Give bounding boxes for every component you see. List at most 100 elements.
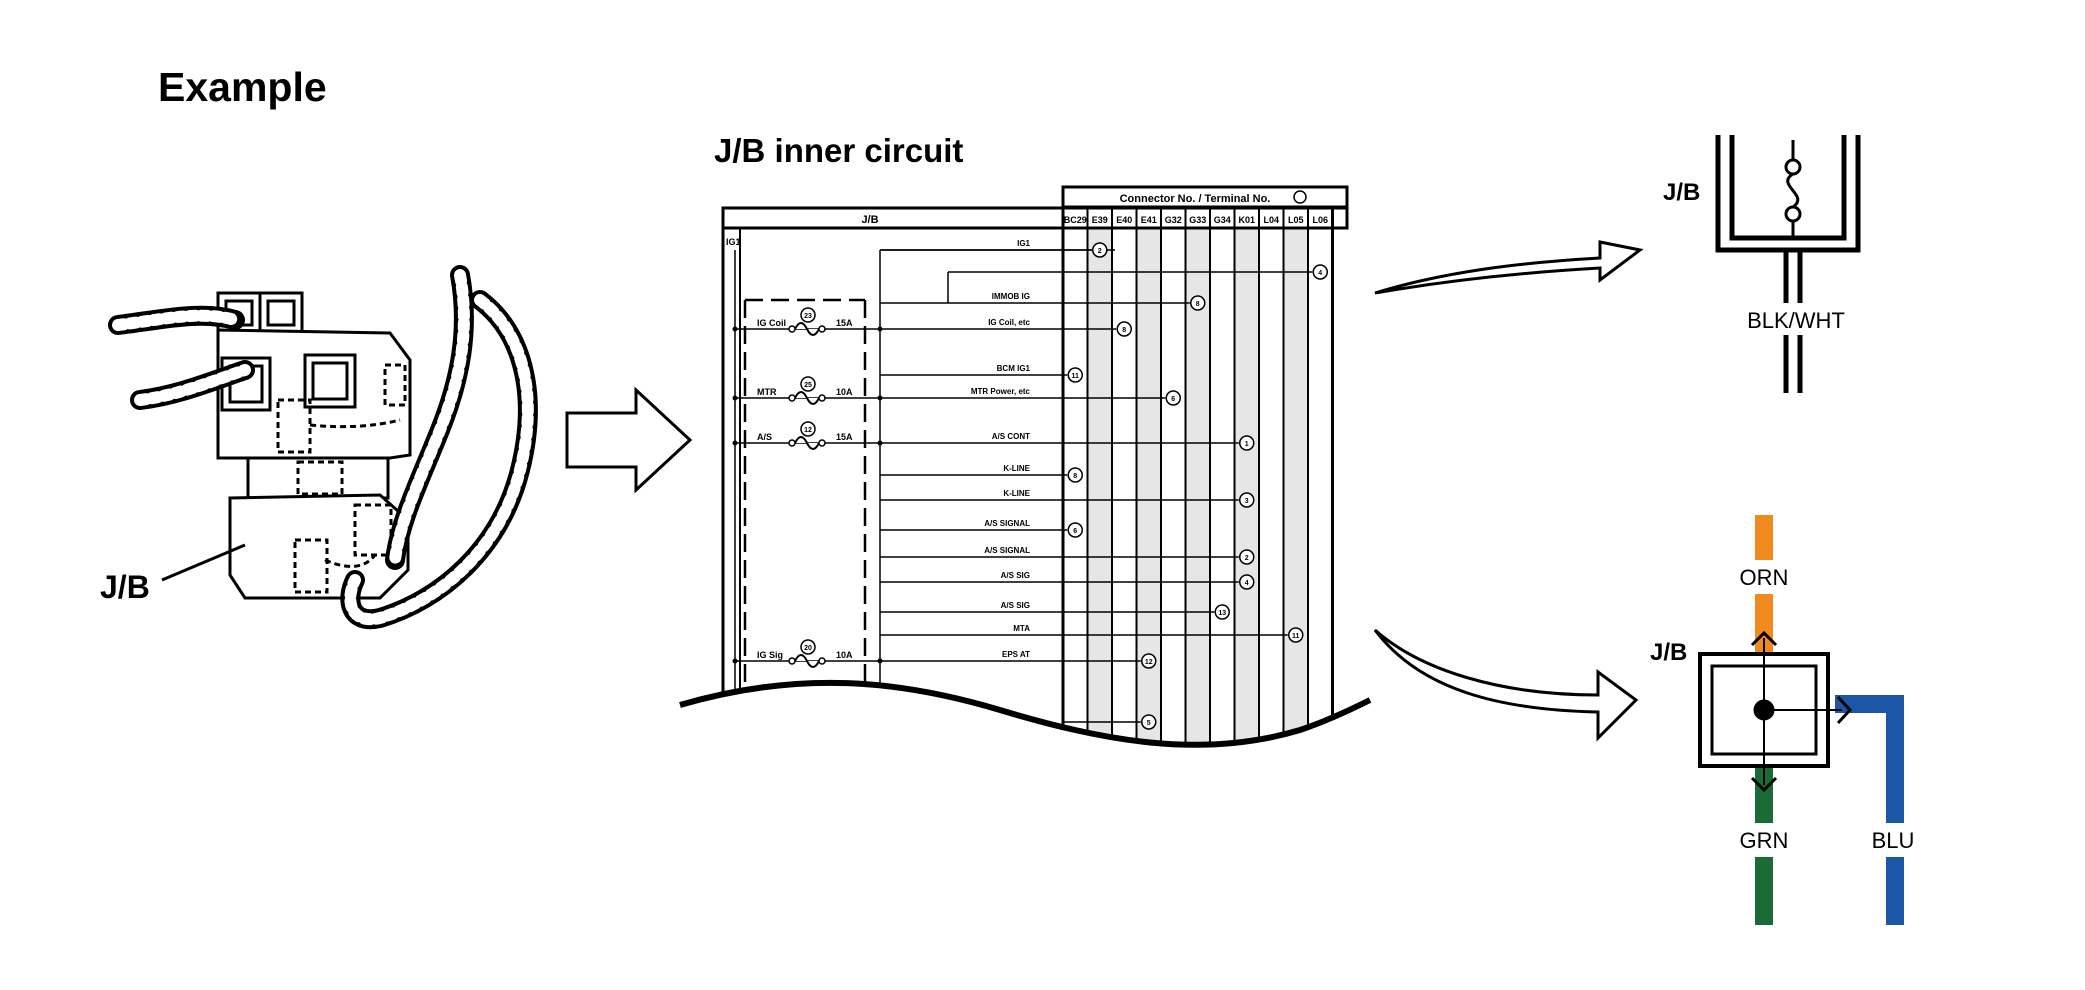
terminal-circle — [1190, 295, 1206, 311]
circuit-label: MTR Power, etc — [971, 387, 1031, 396]
fuse-amp: 10A — [836, 387, 853, 397]
terminal-circle — [1092, 242, 1108, 258]
fuse-amp: 10A — [836, 650, 853, 660]
column-shade — [1234, 228, 1259, 750]
blu-label-bg — [1862, 823, 1924, 857]
column-header-BC29: BC29 — [1064, 215, 1087, 225]
terminal-number: 11 — [1072, 373, 1080, 380]
torn-edge-mask — [680, 682, 1380, 790]
circuit-label: MTA — [1013, 624, 1030, 633]
fuse-symbol — [794, 654, 820, 668]
wire-label-blk-wht: BLK/WHT — [1747, 308, 1845, 333]
terminal-circle — [1288, 627, 1304, 643]
column-header-E41: E41 — [1141, 215, 1157, 225]
terminal-number: 12 — [1145, 659, 1153, 666]
torn-edge — [679, 679, 1372, 748]
fuse-number: 12 — [804, 427, 812, 434]
wire-label-bg — [1740, 303, 1852, 335]
fuse-terminal — [818, 325, 826, 333]
terminal-number: 1 — [1245, 441, 1249, 448]
fuse-box-dashed — [743, 298, 867, 700]
fuse-number-circle — [800, 421, 816, 437]
terminal-circle — [1067, 467, 1083, 483]
fuse-amp: 15A — [836, 432, 853, 442]
column-header-E40: E40 — [1116, 215, 1132, 225]
circuit-label: BCM IG1 — [997, 364, 1031, 373]
junction-dot — [732, 326, 738, 332]
terminal-number: 8 — [1073, 473, 1077, 480]
fuse-name: IG Coil — [757, 318, 786, 328]
circuit-label: A/S SIGNAL — [984, 519, 1030, 528]
column-header-L04: L04 — [1263, 215, 1279, 225]
fuse-number: 25 — [804, 382, 812, 389]
harness-jb-label: J/B — [100, 569, 150, 605]
curved-arrow-bottom — [1373, 628, 1639, 742]
terminal-circle — [1067, 522, 1083, 538]
terminal-number: 5 — [1147, 720, 1151, 727]
fuse-terminal — [788, 439, 796, 447]
terminal-circle — [1141, 714, 1157, 730]
terminal-number: 13 — [1218, 610, 1226, 617]
harness-illustration — [161, 291, 412, 600]
fuse-symbol — [794, 391, 820, 405]
column-header-G34: G34 — [1214, 215, 1231, 225]
fuse-name: IG Sig — [757, 650, 783, 660]
jb-label-top: J/B — [1663, 179, 1700, 206]
junction-dot — [732, 658, 738, 664]
wire-label-grn: GRN — [1740, 828, 1789, 853]
terminal-circle — [1116, 321, 1132, 337]
circuit-label: A/S CONT — [992, 432, 1030, 441]
terminal-number: 6 — [1073, 528, 1077, 535]
terminal-number: 8 — [1122, 327, 1126, 334]
junction-dot — [732, 395, 738, 401]
terminal-circle — [1312, 264, 1328, 280]
junction-box — [1698, 630, 1853, 793]
column-shade — [1185, 228, 1210, 750]
terminal-number: 3 — [1245, 498, 1249, 505]
fuse-number: 23 — [804, 313, 812, 320]
terminal-circle — [1239, 549, 1255, 565]
wire-label-orn: ORN — [1740, 565, 1789, 590]
circuit-label: IMMOB IG — [992, 292, 1030, 301]
fuse-terminal — [788, 325, 796, 333]
junction-dot — [732, 440, 738, 446]
block-arrow — [565, 386, 693, 494]
fuse-terminal — [788, 657, 796, 665]
column-header-G33: G33 — [1189, 215, 1206, 225]
jb-header-box — [721, 206, 1065, 230]
page-title: Example — [158, 64, 327, 110]
column-header-K01: K01 — [1238, 215, 1255, 225]
curved-arrow-top — [1374, 240, 1644, 295]
circuit-label: IG Coil, etc — [988, 318, 1030, 327]
ig1-left-label: IG1 — [726, 237, 741, 247]
fuse-terminal — [818, 657, 826, 665]
terminal-circle — [1239, 492, 1255, 508]
blue-wire — [1835, 695, 1904, 925]
wire-label-blu: BLU — [1872, 828, 1915, 853]
terminal-number: 8 — [1196, 301, 1200, 308]
terminal-circle — [1067, 367, 1083, 383]
fuse-number-circle — [800, 639, 816, 655]
connector-header-text: Connector No. / Terminal No. — [1120, 193, 1271, 205]
fuse-terminal — [788, 394, 796, 402]
column-shade — [1283, 228, 1308, 750]
fuse-number: 20 — [804, 645, 812, 652]
terminal-number: 11 — [1292, 633, 1300, 640]
column-header-G32: G32 — [1165, 215, 1182, 225]
fuse-symbol — [794, 322, 820, 336]
terminal-number: 2 — [1098, 248, 1102, 255]
circuit-label: IG1 — [1017, 239, 1030, 248]
circuit-label: K-LINE — [1003, 464, 1030, 473]
terminal-number: 2 — [1245, 555, 1249, 562]
fuse-jb-detail — [1715, 135, 1861, 393]
fuse-name: MTR — [757, 387, 777, 397]
fuse-symbol — [794, 436, 820, 450]
terminal-circle — [1239, 574, 1255, 590]
column-header-L06: L06 — [1312, 215, 1328, 225]
jb-label-bottom: J/B — [1650, 639, 1687, 666]
column-shade — [1136, 228, 1161, 750]
circuit-label: A/S SIG — [1001, 601, 1030, 610]
fuse-terminal — [818, 439, 826, 447]
circuit-label: K-LINE — [1003, 489, 1030, 498]
fuse-amp: 15A — [836, 318, 853, 328]
